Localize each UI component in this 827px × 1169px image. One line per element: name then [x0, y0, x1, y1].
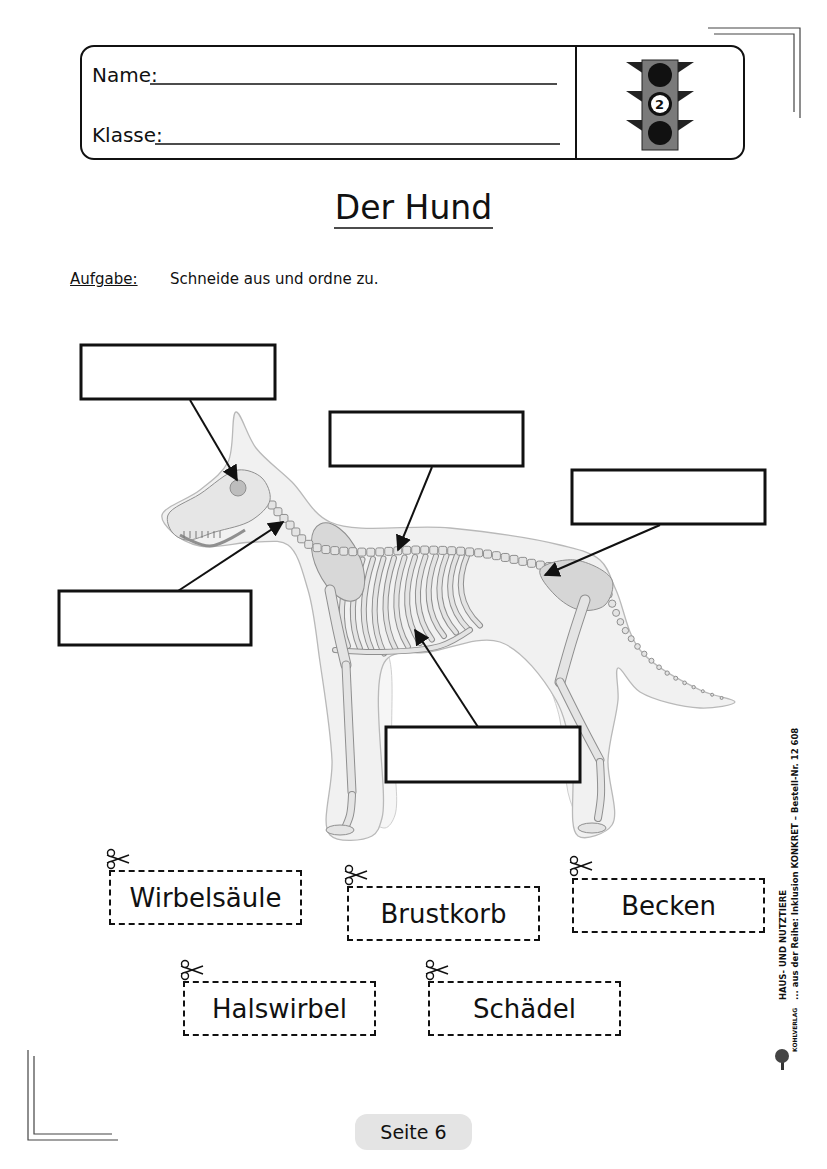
cutout-card: Halswirbel [183, 981, 376, 1036]
leader-arrow [190, 400, 237, 480]
part-name: Halswirbel [212, 994, 347, 1024]
answer-box [81, 345, 275, 399]
part-name: Becken [621, 891, 716, 921]
scissors-icon [345, 866, 367, 885]
publisher-logo [775, 1049, 789, 1070]
leader-arrow [398, 467, 432, 550]
publisher-name: KOHLVERLAG [791, 1008, 798, 1052]
field-label: Name: [92, 63, 158, 87]
part-name: Schädel [473, 994, 576, 1024]
corner-line [28, 1050, 118, 1140]
page-label: Seite 6 [380, 1121, 446, 1143]
traffic-light [626, 60, 694, 150]
scissors-icon [426, 961, 448, 980]
leader-arrow [178, 522, 283, 591]
header-box: Name: Klasse: [80, 45, 745, 160]
answer-box [386, 727, 580, 782]
cutout-card: Brustkorb [347, 886, 540, 941]
answer-box [59, 591, 251, 645]
corner-line [34, 1056, 112, 1134]
answer-box [330, 412, 523, 466]
level-number: 2 [655, 97, 664, 112]
answer-box [572, 470, 765, 524]
series-text: ... aus der Reihe: Inklusion KONKRET – B… [790, 728, 800, 1000]
scissors-icon [107, 850, 129, 869]
header-divider [575, 46, 577, 159]
task-label: Aufgabe: [70, 270, 138, 288]
field-label: Klasse: [92, 123, 163, 147]
task-text: Schneide aus und ordne zu. [170, 270, 379, 288]
page-number: Seite 6 [355, 1114, 472, 1150]
page-title: Der Hund [0, 188, 827, 227]
corner-line [708, 28, 800, 118]
leader-arrow [545, 525, 660, 575]
write-line [150, 83, 557, 85]
write-line [155, 143, 560, 145]
cutout-card: Schädel [428, 981, 621, 1036]
title-underline [334, 227, 493, 229]
cutout-card: Becken [572, 878, 765, 933]
leader-arrow [415, 630, 478, 727]
series-text: HAUS- UND NUTZTIERE [778, 890, 788, 1000]
scissors-icon [570, 857, 592, 876]
cutout-card: Wirbelsäule [109, 870, 302, 925]
part-name: Brustkorb [381, 899, 507, 929]
scissors-icon [181, 961, 203, 980]
part-name: Wirbelsäule [130, 883, 282, 913]
